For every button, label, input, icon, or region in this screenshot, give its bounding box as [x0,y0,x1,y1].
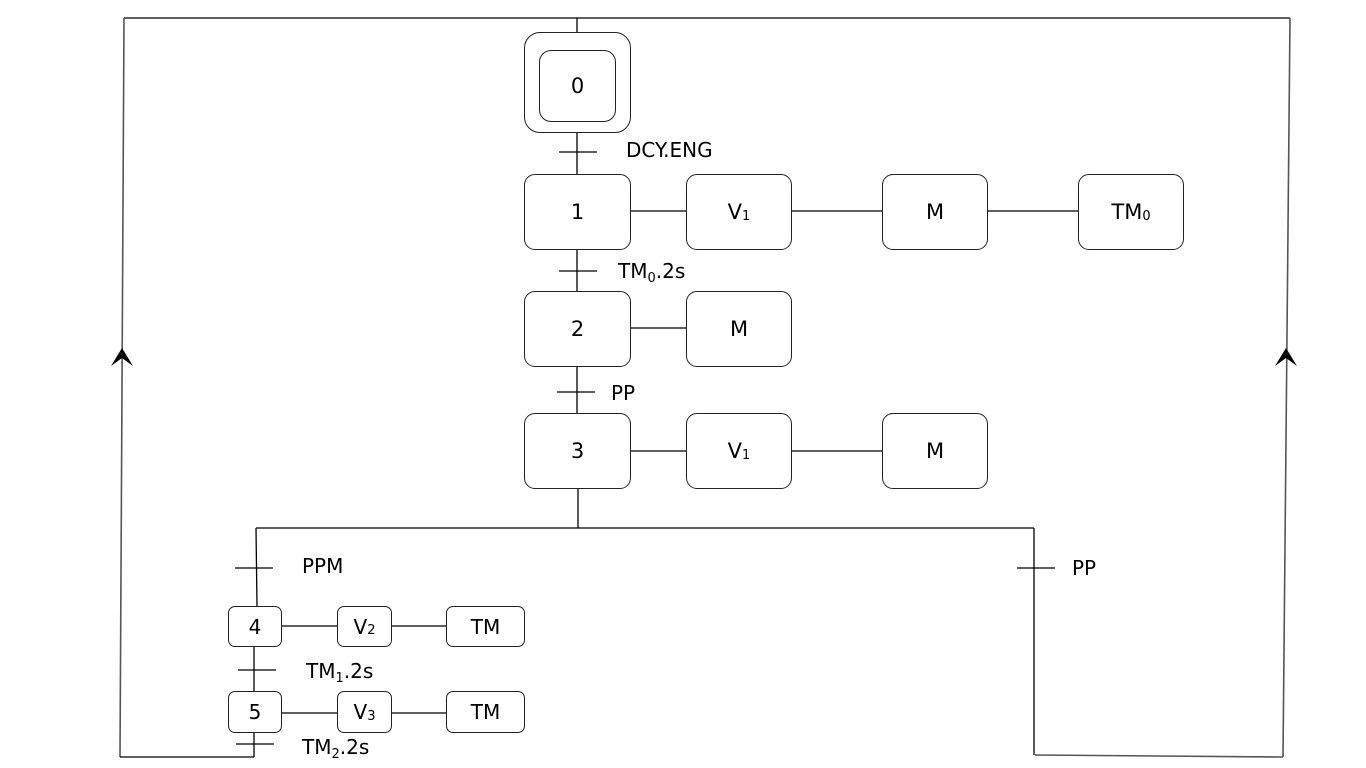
transition-text: PP [611,381,636,405]
right-loop-up-arrow [1275,348,1297,366]
initial-step-inner: 0 [539,50,616,122]
transition-suffix: .2s [655,259,686,283]
step-3[interactable]: 3 [524,413,631,489]
left-loop-up-arrow [111,348,133,366]
transition-text: TM [306,659,336,683]
step-2[interactable]: 2 [524,291,631,367]
action-subscript: 3 [367,708,376,724]
action-box[interactable]: TM [446,606,525,647]
right-return-line [1282,17,1291,758]
transition-text: TM [618,259,648,283]
action-label: V [353,614,368,639]
transition-label: PPM [302,554,343,578]
action-label: V [727,200,743,224]
transition-subscript: 0 [647,271,656,286]
transition-text: DCY.ENG [626,138,713,162]
transition-subscript: 1 [335,671,344,686]
transition-text: PP [1072,556,1097,580]
initial-step-outer[interactable]: 0 [524,32,631,133]
action-label: TM [470,700,501,724]
action-subscript: 0 [1142,208,1151,224]
action-label: V [727,439,743,463]
transition-suffix: .2s [339,735,370,759]
action-box[interactable]: M [882,413,988,489]
transition-label: TM0.2s [618,259,686,286]
transition-label: TM1.2s [306,659,374,686]
step-number: 3 [570,439,585,463]
step-5[interactable]: 5 [228,691,282,733]
step-number: 4 [248,614,262,639]
action-label: TM [1111,200,1143,224]
transition-suffix: .2s [343,659,374,683]
transition-subscript: 2 [331,747,340,762]
transition-label: PP [611,381,635,405]
action-box[interactable]: TM [446,691,525,733]
step-4[interactable]: 4 [228,606,282,647]
action-subscript: 1 [742,208,751,224]
step-number: 5 [248,700,262,724]
left-return-line [119,17,125,758]
action-label: TM [470,614,501,639]
action-label: M [925,200,945,224]
transition-label: TM2.2s [302,735,370,762]
link-div-4 [255,527,258,607]
action-label: M [729,317,749,341]
action-subscript: 1 [742,447,751,463]
transition-text: TM [302,735,332,759]
transition-label: PP [1072,556,1096,580]
action-subscript: 2 [367,623,376,638]
step-number: 0 [570,74,585,98]
transition-label: DCY.ENG [626,138,713,162]
action-label: M [925,439,945,463]
transition-text: PPM [302,554,344,578]
step-1[interactable]: 1 [524,174,631,250]
step-number: 2 [570,317,585,341]
right-bottom-line [1034,754,1284,758]
action-box[interactable]: M [882,174,988,250]
step-number: 1 [570,200,585,224]
action-box[interactable]: M [686,291,792,367]
action-label: V [353,700,368,724]
